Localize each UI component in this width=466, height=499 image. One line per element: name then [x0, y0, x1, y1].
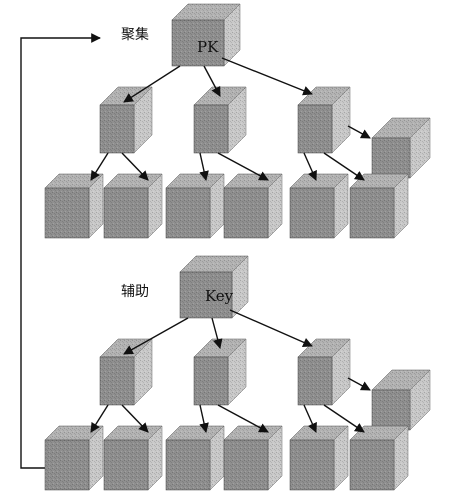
- secondary-index-label: 辅助: [121, 284, 149, 300]
- secondary-edge-b3-l5: [303, 404, 317, 433]
- clustered-edge-root-3: [221, 57, 313, 96]
- clustered-root-node: [171, 3, 241, 67]
- clustered-leaf-node-3: [165, 173, 225, 239]
- secondary-branch-node-2: [193, 338, 247, 406]
- clustered-edge-b1-l2: [121, 152, 149, 181]
- clustered-overflow-node: [371, 117, 431, 179]
- clustered-edge-b3-l6: [323, 152, 365, 181]
- clustered-index-label: 聚集: [121, 26, 149, 43]
- secondary-leaf-node-6: [349, 425, 409, 491]
- clustered-branch-node-3: [297, 86, 351, 154]
- cube-nodes: [44, 3, 431, 491]
- secondary-root-node: [179, 255, 249, 319]
- clustered-leaf-node-1: [44, 173, 104, 239]
- clustered-edge-root-2: [203, 65, 221, 97]
- clustered-edge-b2-l4: [217, 152, 269, 181]
- clustered-root-label: PK: [197, 38, 219, 56]
- secondary-leaf-node-2: [103, 425, 163, 491]
- secondary-leaf-node-5: [289, 425, 349, 491]
- secondary-leaf-node-4: [223, 425, 283, 491]
- secondary-edge-b3-overflow: [347, 377, 371, 391]
- clustered-edge-root-1: [123, 65, 181, 103]
- secondary-edge-root-3: [229, 309, 313, 347]
- secondary-edge-root-2: [211, 317, 223, 349]
- secondary-edge-root-1: [123, 317, 189, 355]
- clustered-leaf-node-5: [289, 173, 349, 239]
- clustered-edge-b2-l3: [199, 152, 209, 181]
- clustered-branch-node-1: [99, 86, 153, 154]
- secondary-leaf-node-3: [165, 425, 225, 491]
- clustered-leaf-node-4: [223, 173, 283, 239]
- clustered-edge-b1-l1: [90, 152, 109, 181]
- tree-edges: [90, 57, 371, 433]
- secondary-edge-b1-l1: [90, 404, 109, 433]
- secondary-leaf-node-1: [44, 425, 104, 491]
- clustered-leaf-node-6: [349, 173, 409, 239]
- secondary-edge-b1-l2: [121, 404, 149, 433]
- secondary-overflow-node: [371, 369, 431, 431]
- secondary-edge-b2-l4: [217, 404, 269, 433]
- clustered-leaf-node-2: [103, 173, 163, 239]
- secondary-branch-node-3: [297, 338, 351, 406]
- clustered-edge-b3-overflow: [347, 125, 371, 139]
- secondary-edge-b3-l6: [323, 404, 365, 433]
- loop-connector: [20, 33, 101, 469]
- secondary-edge-b2-l3: [199, 404, 209, 433]
- clustered-edge-b3-l5: [303, 152, 317, 181]
- secondary-branch-node-1: [99, 338, 153, 406]
- clustered-branch-node-2: [193, 86, 247, 154]
- secondary-root-label: Key: [205, 287, 234, 305]
